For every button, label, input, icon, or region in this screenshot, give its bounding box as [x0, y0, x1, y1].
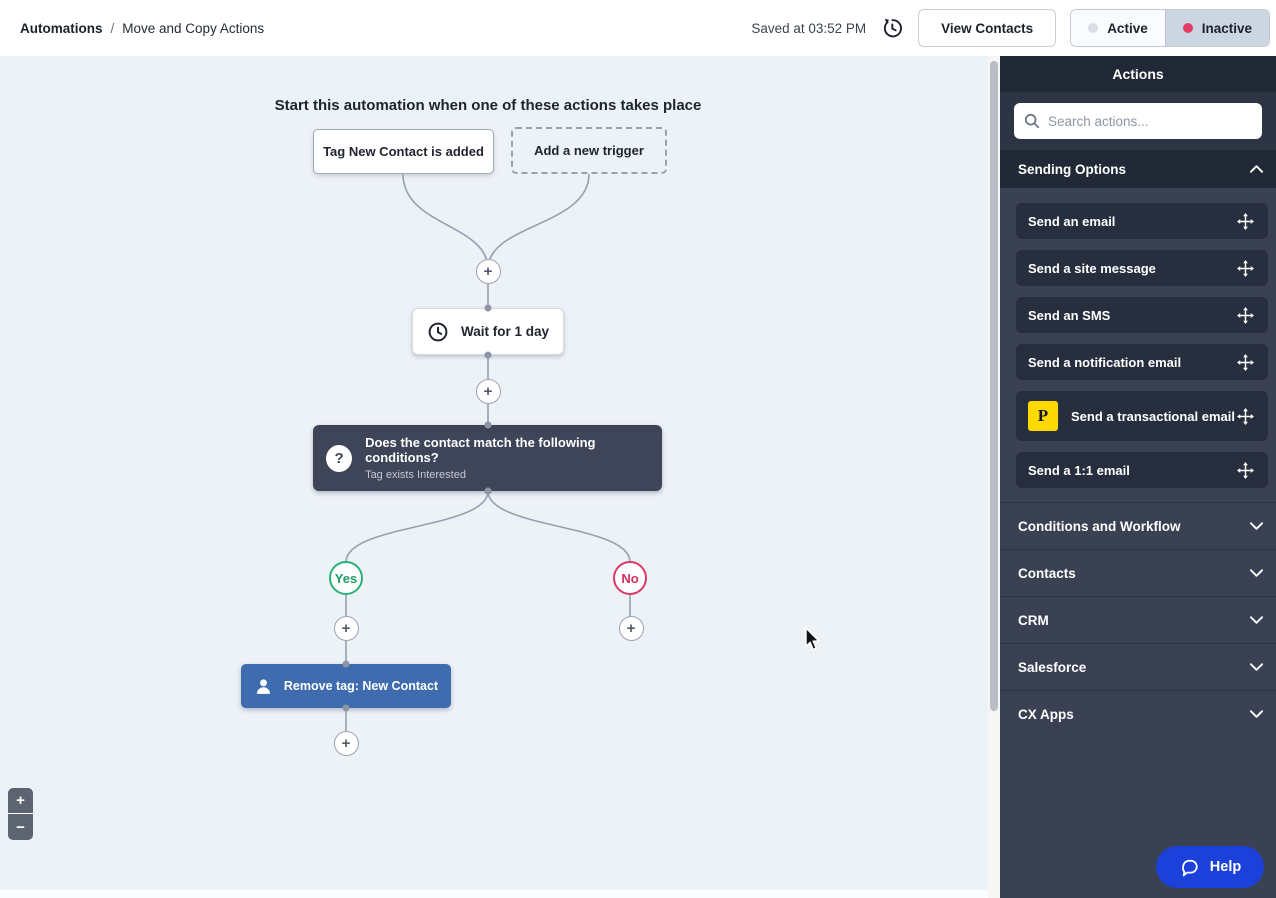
zoom-in-button[interactable]: +: [8, 788, 33, 814]
inactive-dot-icon: [1182, 23, 1193, 33]
canvas-edge: [0, 890, 988, 898]
move-icon: [1237, 461, 1254, 479]
condition-subtitle: Tag exists Interested: [365, 469, 466, 481]
mouse-cursor: [805, 626, 821, 651]
wait-node-label: Wait for 1 day: [460, 324, 549, 339]
search-icon: [1024, 113, 1040, 134]
zoom-controls: + −: [8, 788, 33, 840]
add-action-button[interactable]: +: [618, 615, 644, 641]
add-trigger-label: Add a new trigger: [534, 143, 644, 158]
help-label: Help: [1209, 859, 1242, 875]
move-icon: [1237, 259, 1254, 277]
speech-bubble-icon: [1181, 859, 1198, 876]
chevron-up-icon: [1249, 165, 1264, 173]
move-icon: [1237, 353, 1254, 371]
saved-status: Saved at 03:52 PM: [751, 20, 867, 36]
condition-node[interactable]: ? Does the contact match the following c…: [313, 425, 662, 491]
breadcrumb-current: Move and Copy Actions: [122, 20, 265, 36]
postmark-icon: P: [1028, 401, 1058, 431]
remove-tag-label: Remove tag: New Contact: [283, 679, 439, 693]
wait-node[interactable]: Wait for 1 day: [412, 308, 564, 355]
action-item-send-sms[interactable]: Send an SMS: [1016, 297, 1268, 333]
trigger-node-tag-added[interactable]: Tag New Contact is added: [313, 129, 494, 174]
move-icon: [1237, 407, 1254, 425]
add-action-button[interactable]: +: [333, 730, 359, 756]
chevron-down-icon: [1249, 710, 1264, 718]
add-action-button[interactable]: +: [475, 258, 501, 284]
yes-branch-badge: Yes: [329, 561, 363, 595]
section-salesforce[interactable]: Salesforce: [1000, 643, 1276, 690]
breadcrumb-separator: /: [110, 20, 115, 36]
help-button[interactable]: Help: [1156, 846, 1264, 888]
action-item-send-email[interactable]: Send an email: [1016, 203, 1268, 239]
person-icon: [256, 679, 271, 694]
breadcrumb-automations[interactable]: Automations: [20, 20, 103, 36]
section-contacts[interactable]: Contacts: [1000, 549, 1276, 596]
trigger-label: Tag New Contact is added: [323, 144, 484, 159]
breadcrumb: Automations / Move and Copy Actions: [20, 21, 264, 36]
move-icon: [1237, 212, 1254, 230]
section-conditions-and-workflow[interactable]: Conditions and Workflow: [1000, 502, 1276, 549]
zoom-out-button[interactable]: −: [8, 814, 33, 840]
action-item-send-1-1-email[interactable]: Send a 1:1 email: [1016, 452, 1268, 488]
toggle-active-label: Active: [1107, 20, 1148, 36]
chevron-down-icon: [1249, 616, 1264, 624]
view-contacts-button[interactable]: View Contacts: [918, 9, 1057, 47]
toggle-inactive[interactable]: Inactive: [1164, 10, 1269, 46]
automation-canvas[interactable]: Start this automation when one of these …: [0, 56, 988, 898]
clock-icon: [428, 322, 448, 341]
toggle-active[interactable]: Active: [1071, 10, 1165, 46]
toggle-inactive-label: Inactive: [1201, 20, 1252, 36]
add-action-button[interactable]: +: [333, 615, 359, 641]
add-action-button[interactable]: +: [475, 378, 501, 404]
section-cx-apps[interactable]: CX Apps: [1000, 690, 1276, 737]
canvas-heading: Start this automation when one of these …: [274, 97, 702, 114]
condition-title: Does the contact match the following con…: [365, 435, 596, 465]
search-actions-input[interactable]: [1014, 103, 1262, 139]
add-new-trigger-button[interactable]: Add a new trigger: [511, 127, 667, 174]
no-branch-badge: No: [613, 561, 647, 595]
history-icon[interactable]: [880, 16, 904, 40]
action-item-send-transactional-email[interactable]: P Send a transactional email: [1016, 391, 1268, 441]
chevron-down-icon: [1249, 522, 1264, 530]
section-crm[interactable]: CRM: [1000, 596, 1276, 643]
actions-sidebar: Actions Sending Options Send an email: [1000, 56, 1276, 898]
vertical-scrollbar[interactable]: [988, 56, 1000, 898]
status-toggle: Active Inactive: [1070, 9, 1270, 47]
chevron-down-icon: [1249, 663, 1264, 671]
search-area: [1000, 92, 1276, 150]
move-icon: [1237, 306, 1254, 324]
scrollbar-thumb[interactable]: [990, 61, 998, 711]
action-item-send-site-message[interactable]: Send a site message: [1016, 250, 1268, 286]
action-item-send-notification-email[interactable]: Send a notification email: [1016, 344, 1268, 380]
active-dot-icon: [1088, 23, 1099, 33]
remove-tag-node[interactable]: Remove tag: New Contact: [241, 664, 451, 708]
question-icon: ?: [326, 444, 353, 472]
section-sending-options[interactable]: Sending Options: [1000, 150, 1276, 188]
chevron-down-icon: [1249, 569, 1264, 577]
sending-options-items: Send an email Send a site message Send a…: [1000, 188, 1276, 502]
top-bar: Automations / Move and Copy Actions Save…: [0, 0, 1276, 56]
sidebar-title: Actions: [1000, 56, 1276, 92]
